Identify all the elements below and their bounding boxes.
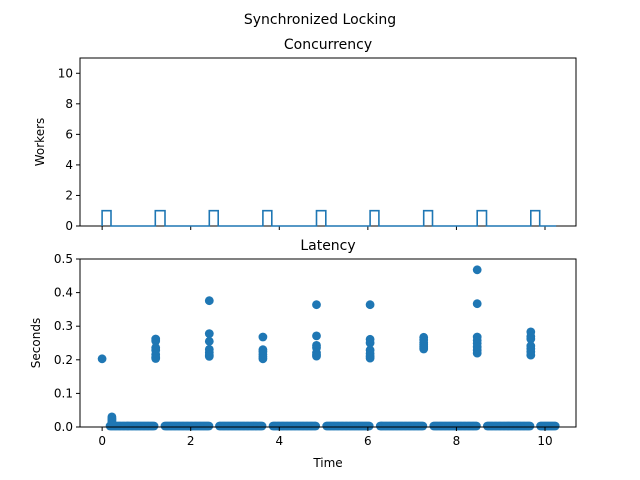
latency-point xyxy=(151,336,161,346)
latency-point xyxy=(312,300,321,310)
concurrency-step-line xyxy=(101,209,557,227)
latency-ytick-label: 0.3 xyxy=(54,319,73,333)
latency-point xyxy=(526,350,536,360)
concurrency-ytick-label: 6 xyxy=(65,127,73,141)
latency-point xyxy=(472,265,482,275)
latency-ylabel: Seconds xyxy=(29,318,43,368)
concurrency-y-ticks: 0 2 4 6 8 10 xyxy=(58,66,80,233)
concurrency-ytick-label: 2 xyxy=(65,188,73,202)
latency-baseline-point xyxy=(472,421,481,431)
latency-point xyxy=(204,329,214,338)
latency-point xyxy=(419,344,429,354)
latency-baseline-point xyxy=(550,421,560,431)
concurrency-title: Concurrency xyxy=(284,37,372,53)
latency-xtick-label: 10 xyxy=(537,434,552,448)
latency-baseline-point xyxy=(525,421,535,431)
latency-point xyxy=(97,354,107,364)
latency-ytick-label: 0.2 xyxy=(54,353,73,367)
concurrency-frame xyxy=(79,57,577,227)
latency-point xyxy=(204,352,214,361)
concurrency-panel: Concurrency 0 2 4 6 8 10 Workers xyxy=(33,37,577,233)
latency-panel: Latency 0.0 0.1 0.2 0.3 0.4 0.5 0 2 4 6 8 10 Secon… xyxy=(29,238,577,470)
latency-point xyxy=(365,353,375,363)
latency-point xyxy=(472,299,482,309)
latency-point xyxy=(526,334,536,344)
latency-ytick-label: 0.4 xyxy=(54,286,73,300)
latency-baseline-point xyxy=(149,421,159,431)
latency-frame xyxy=(79,258,577,428)
concurrency-ytick-label: 0 xyxy=(65,219,73,233)
concurrency-ytick-label: 8 xyxy=(65,97,73,111)
latency-point xyxy=(151,354,161,363)
concurrency-ytick-label: 10 xyxy=(58,66,73,80)
latency-point xyxy=(312,351,321,361)
latency-xlabel: Time xyxy=(312,456,342,470)
latency-x-ticks: 0 2 4 6 8 10 xyxy=(98,427,553,448)
figure-title: Synchronized Locking xyxy=(244,12,396,28)
latency-baseline-point xyxy=(204,421,214,431)
latency-ytick-label: 0.1 xyxy=(54,386,73,400)
latency-point xyxy=(365,300,375,310)
latency-baseline-point xyxy=(311,421,320,431)
concurrency-ylabel: Workers xyxy=(33,118,47,167)
concurrency-ytick-label: 4 xyxy=(65,158,73,172)
latency-baseline-point xyxy=(418,421,428,431)
latency-baseline-point xyxy=(257,421,267,431)
latency-point xyxy=(204,336,214,346)
latency-xtick-label: 8 xyxy=(453,434,461,448)
latency-y-ticks: 0.0 0.1 0.2 0.3 0.4 0.5 xyxy=(54,252,80,434)
latency-xtick-label: 0 xyxy=(98,434,106,448)
latency-xtick-label: 6 xyxy=(364,434,372,448)
latency-ytick-label: 0.0 xyxy=(54,420,73,434)
latency-points xyxy=(97,265,560,431)
latency-point xyxy=(258,332,268,342)
latency-point xyxy=(204,296,214,306)
latency-point xyxy=(312,331,321,341)
latency-ytick-label: 0.5 xyxy=(54,252,73,266)
latency-point xyxy=(107,419,117,428)
latency-point xyxy=(365,338,375,348)
latency-point xyxy=(258,354,268,364)
latency-xtick-label: 2 xyxy=(187,434,195,448)
latency-baseline-point xyxy=(364,421,374,431)
latency-xtick-label: 4 xyxy=(275,434,283,448)
latency-title: Latency xyxy=(300,238,355,254)
latency-point xyxy=(472,348,482,358)
